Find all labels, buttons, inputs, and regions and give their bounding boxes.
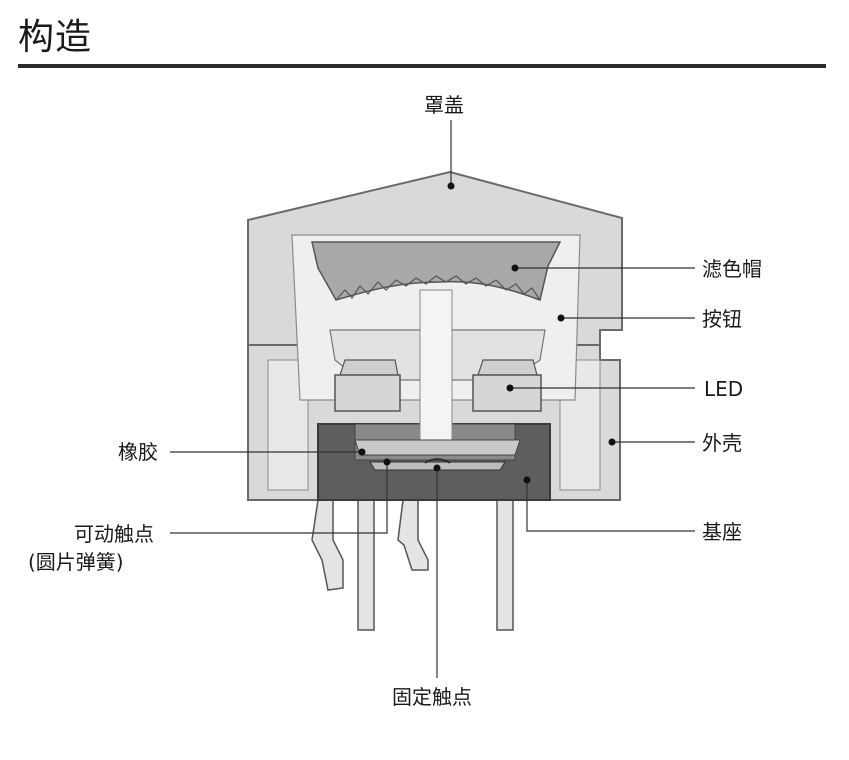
label-rubber: 橡胶 <box>118 440 158 464</box>
rubber-part <box>354 439 521 456</box>
page-title: 构造 <box>18 17 93 58</box>
label-led: LED <box>704 377 743 401</box>
terminal-pins <box>311 497 514 631</box>
label-fixed-contact: 固定触点 <box>392 685 472 709</box>
label-cover: 罩盖 <box>424 93 464 117</box>
led-right <box>472 359 542 412</box>
label-movable-contact: 可动触点 <box>74 522 154 546</box>
leader-lines <box>170 120 695 678</box>
label-movable-contact-sub: (圆片弹簧) <box>28 550 124 574</box>
led-left <box>334 359 401 412</box>
label-filter-cap: 滤色帽 <box>702 257 762 281</box>
filter-cap <box>311 241 562 302</box>
label-outer-case: 外壳 <box>702 431 742 455</box>
title-divider <box>18 64 826 68</box>
label-button: 按钮 <box>702 307 742 331</box>
label-base: 基座 <box>702 520 742 544</box>
